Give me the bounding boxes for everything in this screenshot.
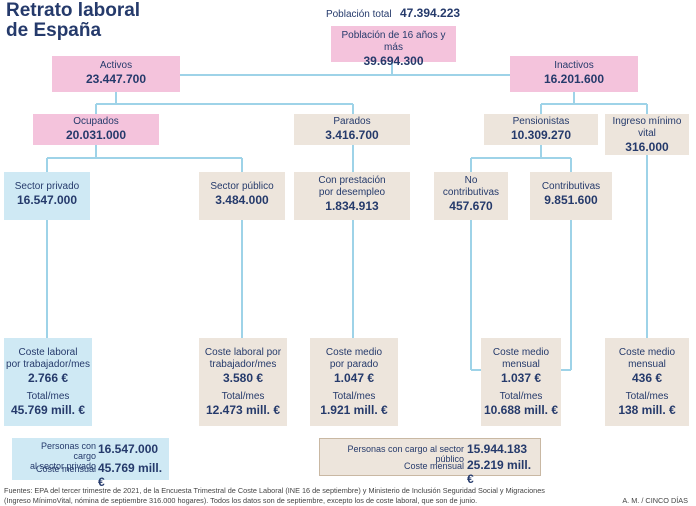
no-contributivas-label: No contributivas	[442, 175, 500, 198]
resumen-privado-box: Personas con cargo al sector privado 16.…	[12, 438, 169, 489]
sector-privado-label: Sector privado	[14, 181, 80, 192]
coste-privado-total-label: Total/mes	[26, 391, 70, 402]
coste-publico-label: Coste laboral por trabajador/mes	[204, 347, 282, 370]
sector-privado-box: Sector privado 16.547.000	[4, 172, 90, 220]
poblacion-total: Población total 47.394.223	[318, 4, 468, 22]
inactivos-label: Inactivos	[554, 60, 594, 71]
poblacion-16-box: Población de 16 años y más 39.694.300	[331, 26, 456, 68]
coste-privado-label: Coste laboral por trabajador/mes	[6, 347, 90, 370]
sector-publico-label: Sector público	[210, 181, 274, 192]
con-prestacion-box: Con prestación por desempleo 1.834.913	[294, 172, 410, 220]
coste-parado-box: Coste medio por parado 1.047 € Total/mes…	[310, 338, 398, 426]
con-prestacion-label: Con prestación por desempleo	[318, 175, 386, 198]
ingreso-minimo-label: Ingreso mínimo vital	[612, 116, 682, 139]
parados-value: 3.416.700	[325, 128, 379, 142]
poblacion-total-value: 47.394.223	[400, 6, 461, 20]
resumen-privado-value2: 45.769 mill. €	[98, 461, 163, 489]
credit: A. M. / CINCO DÍAS	[622, 496, 688, 505]
resumen-publico-label1: Personas con cargo al sector público	[347, 444, 464, 464]
parados-label: Parados	[333, 116, 371, 127]
no-contributivas-value: 457.670	[449, 199, 493, 213]
pensionistas-box: Pensionistas 10.309.270	[484, 114, 598, 145]
coste-imv-box: Coste medio mensual 436 € Total/mes 138 …	[605, 338, 689, 426]
con-prestacion-value: 1.834.913	[325, 199, 379, 213]
page-title: Retrato laboral de España	[6, 0, 141, 41]
resumen-privado-value1: 16.547.000	[98, 442, 159, 456]
pensionistas-label: Pensionistas	[512, 116, 570, 127]
fuentes-line2: (Ingreso MínimoVital, nómina de septiemb…	[4, 496, 478, 505]
inactivos-value: 16.201.600	[543, 72, 605, 86]
contributivas-label: Contributivas	[541, 181, 601, 192]
resumen-publico-value2: 25.219 mill. €	[467, 458, 532, 486]
coste-publico-value: 3.580 €	[222, 371, 264, 385]
coste-parado-value: 1.047 €	[333, 371, 375, 385]
parados-box: Parados 3.416.700	[294, 114, 410, 145]
poblacion-16-label: Población de 16 años y más	[341, 30, 446, 53]
coste-privado-total: 45.769 mill. €	[10, 403, 86, 417]
activos-label: Activos	[99, 60, 133, 71]
no-contributivas-box: No contributivas 457.670	[434, 172, 508, 220]
resumen-publico-box: Personas con cargo al sector público 15.…	[319, 438, 541, 486]
coste-publico-total: 12.473 mill. €	[205, 403, 281, 417]
contributivas-value: 9.851.600	[544, 193, 598, 207]
coste-pension-value: 1.037 €	[500, 371, 542, 385]
inactivos-box: Inactivos 16.201.600	[510, 56, 638, 92]
ocupados-label: Ocupados	[73, 116, 119, 127]
sector-publico-value: 3.484.000	[215, 193, 269, 207]
sector-publico-box: Sector público 3.484.000	[199, 172, 285, 220]
coste-pension-box: Coste medio mensual 1.037 € Total/mes 10…	[481, 338, 561, 426]
coste-publico-box: Coste laboral por trabajador/mes 3.580 €…	[199, 338, 287, 426]
fuentes-line1: Fuentes: EPA del tercer trimestre de 202…	[4, 486, 545, 495]
coste-privado-box: Coste laboral por trabajador/mes 2.766 €…	[4, 338, 92, 426]
coste-imv-total: 138 mill. €	[618, 403, 676, 417]
pensionistas-value: 10.309.270	[510, 128, 572, 142]
ingreso-minimo-box: Ingreso mínimo vital 316.000	[605, 114, 689, 155]
activos-box: Activos 23.447.700	[52, 56, 180, 92]
coste-pension-total: 10.688 mill. €	[483, 403, 559, 417]
resumen-privado-label2: Coste mensual	[35, 464, 96, 474]
ingreso-minimo-value: 316.000	[625, 140, 669, 154]
coste-privado-value: 2.766 €	[27, 371, 69, 385]
resumen-publico-value1: 15.944.183	[467, 442, 528, 456]
ocupados-box: Ocupados 20.031.000	[33, 114, 159, 145]
poblacion-16-value: 39.694.300	[363, 54, 424, 68]
coste-parado-label: Coste medio por parado	[325, 347, 383, 370]
coste-parado-total-label: Total/mes	[332, 391, 376, 402]
coste-imv-total-label: Total/mes	[625, 391, 669, 402]
contributivas-box: Contributivas 9.851.600	[530, 172, 612, 220]
poblacion-total-label: Población total	[325, 9, 392, 20]
coste-pension-label: Coste medio mensual	[492, 347, 550, 370]
resumen-publico-label2: Coste mensual	[403, 461, 464, 471]
ocupados-value: 20.031.000	[65, 128, 127, 142]
coste-pension-total-label: Total/mes	[499, 391, 543, 402]
sector-privado-value: 16.547.000	[16, 193, 78, 207]
resumen-privado-label1: Personas con cargo al sector privado	[29, 441, 96, 471]
coste-parado-total: 1.921 mill. €	[320, 403, 388, 417]
coste-publico-total-label: Total/mes	[221, 391, 265, 402]
coste-imv-label: Coste medio mensual	[618, 347, 676, 370]
activos-value: 23.447.700	[85, 72, 147, 86]
coste-imv-value: 436 €	[631, 371, 663, 385]
